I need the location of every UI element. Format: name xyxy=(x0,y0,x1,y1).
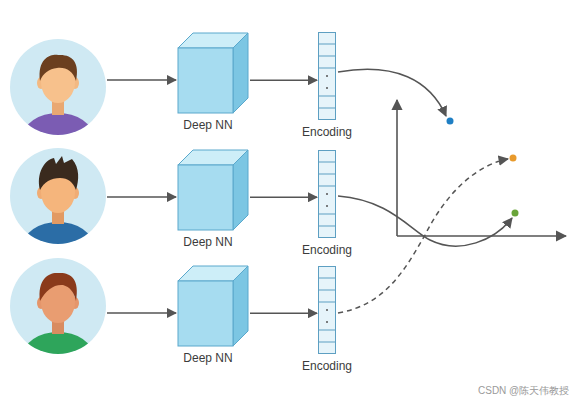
network-block: Deep NN xyxy=(178,33,248,113)
vector-cell-divider xyxy=(319,214,336,215)
node-label: Encoding xyxy=(278,359,376,373)
flow-arrow xyxy=(250,79,317,81)
embedding-curve xyxy=(338,69,446,116)
input-arrow xyxy=(107,79,176,81)
vector-ellipsis-dot xyxy=(326,321,328,323)
vector-cell-divider xyxy=(319,330,336,331)
person-avatar xyxy=(10,39,106,161)
flow-arrow xyxy=(250,312,317,314)
embedding-curve xyxy=(338,159,508,313)
network-block: Deep NN xyxy=(178,266,248,346)
cube-shape xyxy=(178,266,248,346)
vector-cell-divider xyxy=(319,96,336,97)
vector-cell-divider xyxy=(319,278,336,279)
avatar-hair xyxy=(40,55,77,81)
vector-cell-divider xyxy=(319,44,336,45)
watermark: CSDN @陈天伟教授 xyxy=(478,384,569,398)
avatar-body xyxy=(23,332,93,380)
vector-cell-divider xyxy=(319,302,336,303)
vector-ellipsis-dot xyxy=(326,309,328,311)
avatar-hair xyxy=(39,156,78,190)
embedding-point xyxy=(510,155,517,162)
vector-cell-divider xyxy=(319,226,336,227)
person-avatar xyxy=(10,148,106,270)
vector-cell-divider xyxy=(319,174,336,175)
network-block: Deep NN xyxy=(178,150,248,230)
vector-shape xyxy=(318,266,336,354)
vector-ellipsis-dot xyxy=(326,87,328,89)
avatar-shirt xyxy=(23,332,93,380)
embedding-point xyxy=(512,210,519,217)
vector-shape xyxy=(318,32,336,120)
vector-outline xyxy=(319,151,336,238)
node-label: Deep NN xyxy=(158,118,258,132)
embedding-curve xyxy=(338,196,512,246)
avatar-hair xyxy=(40,273,77,301)
input-arrow xyxy=(107,312,176,314)
vector-cell-divider xyxy=(319,56,336,57)
node-label: Encoding xyxy=(278,125,376,139)
node-label: Deep NN xyxy=(158,351,258,365)
vector-outline xyxy=(319,267,336,354)
cube-side xyxy=(233,33,248,113)
encoding-vector: Encoding xyxy=(318,150,336,238)
vector-cell-divider xyxy=(319,108,336,109)
vector-cell-divider xyxy=(319,186,336,187)
vector-cell-divider xyxy=(319,68,336,69)
cube-side xyxy=(233,150,248,230)
flow-arrow xyxy=(250,196,317,198)
vector-cell-divider xyxy=(319,290,336,291)
embedding-point xyxy=(447,118,454,125)
encoding-vector: Encoding xyxy=(318,32,336,120)
encoding-vector: Encoding xyxy=(318,266,336,354)
vector-ellipsis-dot xyxy=(326,193,328,195)
vector-cell-divider xyxy=(319,162,336,163)
vector-outline xyxy=(319,33,336,120)
person-avatar xyxy=(10,258,106,380)
node-label: Deep NN xyxy=(158,235,258,249)
cube-front xyxy=(178,48,233,113)
cube-front xyxy=(178,281,233,346)
cube-shape xyxy=(178,150,248,230)
vector-shape xyxy=(318,150,336,238)
node-label: Encoding xyxy=(278,243,376,257)
vector-ellipsis-dot xyxy=(326,75,328,77)
vector-ellipsis-dot xyxy=(326,205,328,207)
cube-shape xyxy=(178,33,248,113)
cube-front xyxy=(178,165,233,230)
input-arrow xyxy=(107,196,176,198)
cube-side xyxy=(233,266,248,346)
vector-cell-divider xyxy=(319,342,336,343)
